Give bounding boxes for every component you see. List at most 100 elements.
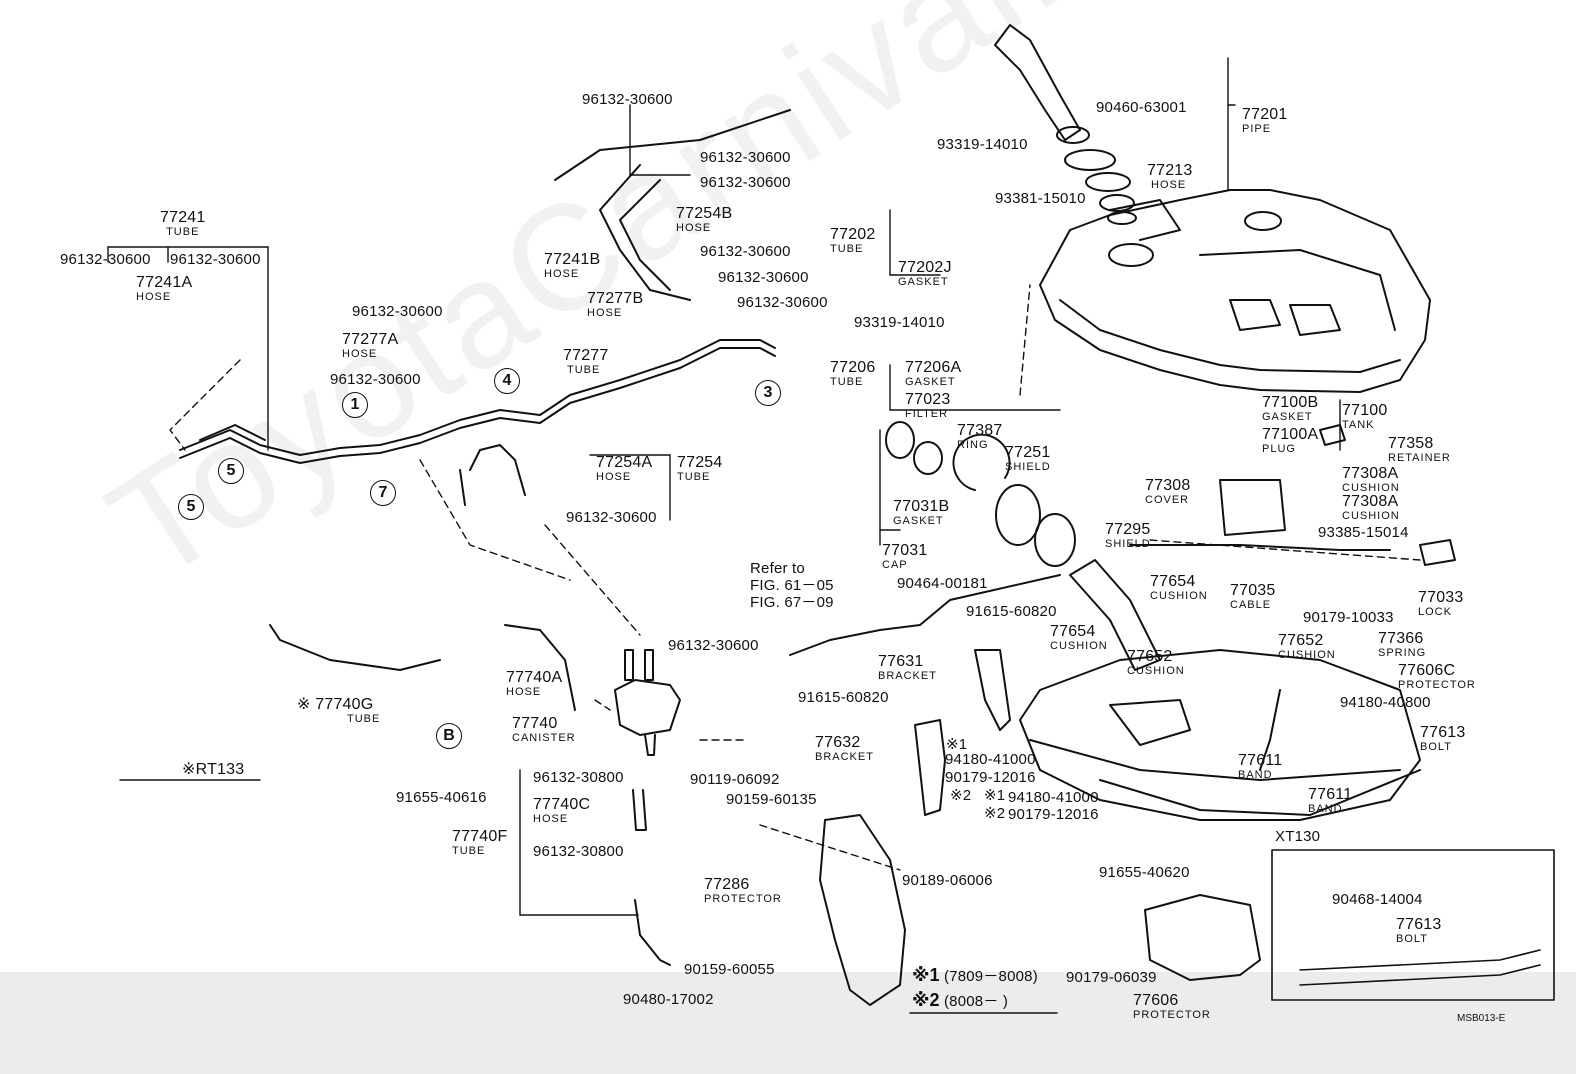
part-77254a: 77254A HOSE <box>596 455 652 483</box>
part-name: PLUG <box>1262 443 1296 455</box>
part-77606c: 77606C PROTECTOR <box>1398 663 1476 691</box>
part-name: PROTECTOR <box>1133 1009 1211 1021</box>
part-77652-b: 77652 CUSHION <box>1278 633 1336 661</box>
fastener-label: 96132-30600 <box>566 509 657 526</box>
part-77387: 77387 RING <box>957 423 1003 451</box>
fastener-label: 96132-30600 <box>330 371 421 388</box>
fastener-label: 96132-30600 <box>352 303 443 320</box>
part-number: 77251 <box>1005 444 1051 461</box>
part-77611-b: 77611 BAND <box>1308 787 1352 815</box>
part-77254: 77254 TUBE <box>677 455 723 483</box>
part-77100: 77100 TANK <box>1342 403 1388 431</box>
part-number: 77286 <box>704 876 750 893</box>
part-number: 77206A <box>905 359 962 376</box>
part-name: HOSE <box>587 307 623 319</box>
part-77366: 77366 SPRING <box>1378 631 1426 659</box>
fastener-label: 90460-63001 <box>1096 99 1187 116</box>
fastener-label: 96132-30600 <box>718 269 809 286</box>
part-77023: 77023 FILTER <box>905 392 951 420</box>
part-number: 77358 <box>1388 435 1434 452</box>
part-number: 77308A <box>1342 465 1399 482</box>
fastener-label: 96132-30600 <box>700 149 791 166</box>
part-77251: 77251 SHIELD <box>1005 445 1051 473</box>
part-number: 77606C <box>1398 662 1456 679</box>
part-number: 77295 <box>1105 521 1151 538</box>
legend-mark: ※1 <box>912 965 940 985</box>
part-number: 77613 <box>1396 916 1442 933</box>
part-name: RETAINER <box>1388 452 1451 464</box>
part-77308a-1: 77308A CUSHION <box>1342 466 1400 494</box>
part-77358: 77358 RETAINER <box>1388 436 1451 464</box>
part-77654-a: 77654 CUSHION <box>1150 574 1208 602</box>
part-77740g: ※ 77740G TUBE <box>297 697 380 725</box>
part-number: 77206 <box>830 359 876 376</box>
legend-range: (8008－ ) <box>943 993 1009 1010</box>
fastener-label: 91615-60820 <box>798 689 889 706</box>
part-name: GASKET <box>1262 411 1313 423</box>
legend-row-1: ※1 (7809－8008) <box>912 965 1038 986</box>
part-77308a-2: 77308A CUSHION <box>1342 494 1400 522</box>
part-name: BRACKET <box>878 670 937 682</box>
part-name: BAND <box>1308 803 1343 815</box>
part-name: HOSE <box>676 222 712 234</box>
fastener-label: 90119-06092 <box>690 771 780 788</box>
part-number: 77202J <box>898 259 952 276</box>
part-77277: 77277 TUBE <box>563 348 609 376</box>
part-number: 77632 <box>815 734 861 751</box>
part-number: 77213 <box>1147 162 1193 179</box>
part-77632: 77632 BRACKET <box>815 735 874 763</box>
part-77202j: 77202J GASKET <box>898 260 952 288</box>
part-number: 77308A <box>1342 493 1399 510</box>
part-name: BAND <box>1238 769 1273 781</box>
fastener-label: 90159-60135 <box>726 791 817 808</box>
part-77295: 77295 SHIELD <box>1105 522 1151 550</box>
part-number: 77652 <box>1278 632 1324 649</box>
part-name: GASKET <box>905 376 956 388</box>
lower-tank-art <box>1019 559 1421 821</box>
part-number: 77740F <box>452 828 508 845</box>
part-name: HOSE <box>506 686 542 698</box>
part-number: 77254B <box>676 205 733 222</box>
fastener-label: 90159-60055 <box>684 961 775 978</box>
dashed-lines <box>169 284 1421 871</box>
part-name: SPRING <box>1378 647 1427 659</box>
mark-label: ※2 <box>950 787 972 804</box>
part-77241a: 77241A HOSE <box>136 275 192 303</box>
fastener-label: 94180-41000 <box>1008 789 1099 806</box>
part-number: 77308 <box>1145 477 1191 494</box>
fastener-label: 96132-30600 <box>170 251 261 268</box>
part-name: HOSE <box>342 348 378 360</box>
part-name: CUSHION <box>1150 590 1208 602</box>
part-name: RING <box>957 439 989 451</box>
part-number: 77100B <box>1262 394 1319 411</box>
part-name: CUSHION <box>1127 665 1185 677</box>
part-name: SHIELD <box>1105 538 1151 550</box>
part-name: HOSE <box>544 268 580 280</box>
part-77031b: 77031B GASKET <box>893 499 949 527</box>
part-number: 77033 <box>1418 589 1464 606</box>
leader-lines <box>107 57 1341 1014</box>
fastener-label: 90189-06006 <box>902 872 993 889</box>
part-name: CUSHION <box>1278 649 1336 661</box>
part-number: 77387 <box>957 422 1003 439</box>
part-77241b: 77241B HOSE <box>544 252 600 280</box>
circle-ref: B <box>436 723 462 749</box>
part-name: CUSHION <box>1342 482 1400 494</box>
fuel-lines-art <box>179 109 1391 711</box>
figure-code: MSB013-E <box>1457 1013 1506 1024</box>
fastener-label: 96132-30600 <box>60 251 151 268</box>
part-name: CUSHION <box>1050 640 1108 652</box>
circle-ref: 1 <box>342 392 368 418</box>
fastener-label: 93385-15014 <box>1318 524 1409 541</box>
fastener-label: 90179-06039 <box>1066 969 1157 986</box>
part-number: 77035 <box>1230 582 1276 599</box>
mark-label: ※1 <box>946 736 968 753</box>
part-77033: 77033 LOCK <box>1418 590 1464 618</box>
circle-ref: 5 <box>178 494 204 520</box>
part-77277a: 77277A HOSE <box>342 332 398 360</box>
part-77631: 77631 BRACKET <box>878 654 937 682</box>
part-name: TUBE <box>677 471 711 483</box>
part-number: 77740A <box>506 669 563 686</box>
fastener-label: 96132-30600 <box>582 91 673 108</box>
